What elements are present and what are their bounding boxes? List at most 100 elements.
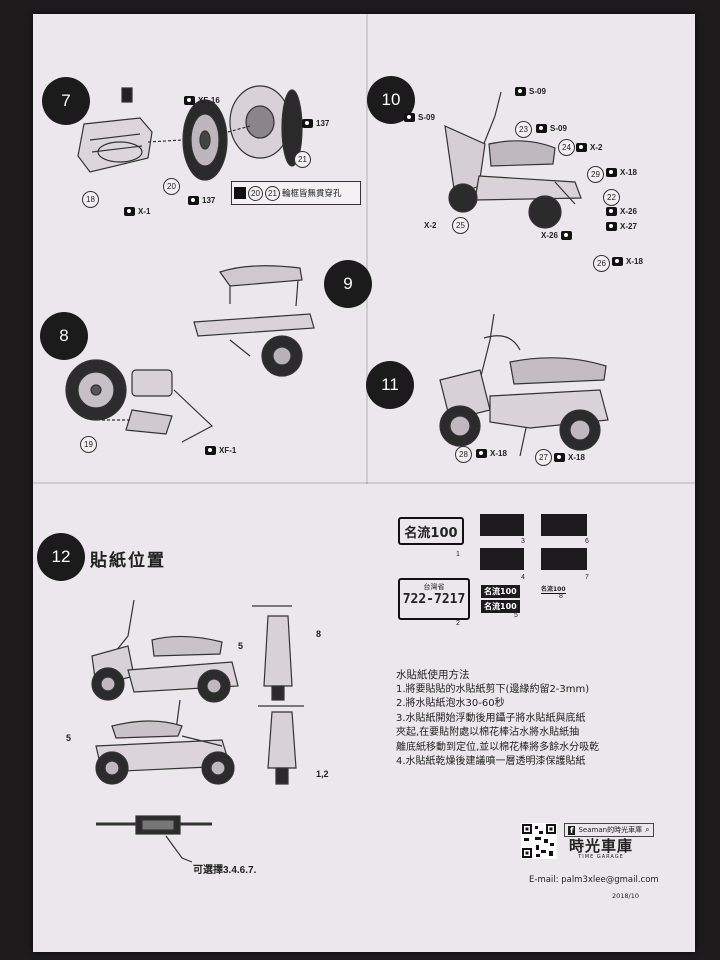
decal-position-drawing	[91, 599, 304, 863]
decal-number: 3	[521, 538, 525, 545]
part-number: 24	[558, 139, 575, 156]
step-7-badge: 7	[42, 77, 90, 125]
brand-logo: 時光車庫 TIME GARAGE	[564, 838, 638, 860]
paint-tag: XF-1	[205, 446, 236, 455]
paint-icon	[184, 96, 195, 105]
facebook-link: f Seaman的時光車庫 ⌕	[564, 823, 654, 837]
decal-number: 7	[585, 574, 589, 581]
step-number: 7	[61, 91, 71, 110]
paint-tag: S-09	[515, 87, 546, 96]
facebook-icon: f	[568, 825, 576, 835]
step-12-title: 貼紙位置	[90, 551, 166, 571]
paint-icon	[560, 231, 572, 240]
instruction-line: 離底紙移動到定位,並以棉花棒將多餘水分吸乾	[396, 741, 600, 753]
instruction-line: 1.將要貼貼的水貼紙剪下(邊緣約留2-3mm)	[396, 683, 590, 695]
paint-icon	[576, 143, 587, 152]
paint-tag: S-09	[404, 113, 435, 122]
rim-note: 輪框皆無貫穿孔	[282, 189, 342, 199]
instruction-line: 2.將水貼紙泡水30-60秒	[396, 698, 505, 709]
paint-icon	[302, 119, 313, 128]
paint-icon	[536, 124, 547, 133]
paint-tag: 137	[188, 196, 215, 205]
decal-instructions: 水貼紙使用方法 1.將要貼貼的水貼紙剪下(邊緣約留2-3mm) 2.將水貼紙泡水…	[396, 668, 666, 770]
plate-region: 台灣省	[423, 583, 445, 591]
plate-number: 722-7217	[402, 592, 466, 607]
decal-5-brand-bottom: 名流100	[481, 600, 520, 613]
rim-note-box: 20 21 輪框皆無貫穿孔	[231, 181, 361, 205]
step-9-drawing	[193, 265, 315, 377]
logo-subtext: TIME GARAGE	[578, 854, 624, 860]
paint-icon	[612, 257, 623, 266]
print-date: 2018/10	[612, 892, 640, 900]
contact-email: E-mail: palm3xlee@gmail.com	[529, 875, 659, 885]
decal-6-gauge	[541, 514, 587, 536]
decal-number: 1	[456, 551, 460, 558]
paint-tag: X-2	[576, 143, 602, 152]
decal-callout: 5	[238, 641, 244, 651]
logo-text: 時光車庫	[568, 837, 633, 855]
decal-7-gauge	[541, 548, 587, 570]
paint-tag: X-27	[606, 222, 637, 231]
paint-icon	[515, 87, 526, 96]
paint-tag: X-26	[606, 207, 637, 216]
paint-icon	[606, 207, 617, 216]
instructions-heading: 水貼紙使用方法	[396, 669, 470, 681]
instruction-line: 4.水貼紙乾燥後建議噴一層透明漆保護貼紙	[396, 756, 586, 767]
paint-tag: X-18	[606, 168, 637, 177]
step-7-drawing	[77, 85, 303, 181]
part-number: 28	[455, 446, 472, 463]
decal-number: 2	[456, 620, 460, 627]
paint-icon	[606, 222, 617, 231]
part-number: 29	[587, 166, 604, 183]
paint-icon	[476, 449, 487, 458]
part-number: 19	[80, 436, 97, 453]
instruction-line: 3.水貼紙開始浮動後用鑷子將水貼紙與底紙	[396, 712, 586, 724]
paint-tag: X-1	[124, 207, 150, 216]
decal-2-license-plate: 台灣省 722-7217	[398, 578, 470, 620]
fold-line-vertical	[366, 14, 368, 484]
paint-tag: X-18	[476, 449, 507, 458]
instruction-sheet	[33, 14, 695, 952]
paint-tag: XF-16	[184, 96, 220, 105]
paint-tag: X-18	[554, 453, 585, 462]
decal-callout: 5	[66, 733, 72, 743]
step-8-badge: 8	[40, 312, 88, 360]
decal-3-gauge	[480, 514, 524, 536]
paint-tag: X-2	[424, 221, 437, 230]
qr-code	[521, 823, 557, 859]
part-number: 20	[248, 185, 263, 201]
decal-callout: 1,2	[316, 769, 329, 779]
paint-tag: X-18	[612, 257, 643, 266]
part-number: 20	[163, 178, 180, 195]
decal-4-gauge	[480, 548, 524, 570]
decal-number: 6	[585, 538, 589, 545]
decal-callout: 可選擇3.4.6.7.	[193, 865, 257, 876]
paint-icon	[205, 446, 216, 455]
search-icon: ⌕	[645, 825, 650, 834]
step-9-badge: 9	[324, 260, 372, 308]
paint-icon	[554, 453, 565, 462]
paint-tag: X-26	[541, 231, 572, 240]
paint-icon	[188, 196, 199, 205]
decal-number: 8	[559, 593, 563, 600]
decal-callout: 8	[316, 629, 322, 639]
paint-tag: S-09	[536, 124, 567, 133]
part-number: 25	[452, 217, 469, 234]
part-number: 21	[265, 185, 280, 201]
step-11-badge: 11	[366, 361, 414, 409]
step-8-drawing	[65, 359, 214, 443]
decal-number: 5	[514, 612, 518, 619]
instruction-line: 夾起,在要貼附處以棉花棒沾水將水貼紙抽	[396, 727, 580, 738]
decal-number: 4	[521, 574, 525, 581]
part-number: 23	[515, 121, 532, 138]
step-10-drawing	[444, 91, 582, 229]
paint-tag: 137	[302, 119, 329, 128]
fold-line-horizontal	[33, 482, 695, 484]
part-number: 18	[82, 191, 99, 208]
decal-5-brand-top: 名流100	[481, 585, 520, 598]
paint-icon	[606, 168, 617, 177]
decal-8-brand: 名流100	[541, 586, 566, 594]
paint-icon	[404, 113, 415, 122]
part-number: 22	[603, 189, 620, 206]
part-number: 21	[294, 151, 311, 168]
